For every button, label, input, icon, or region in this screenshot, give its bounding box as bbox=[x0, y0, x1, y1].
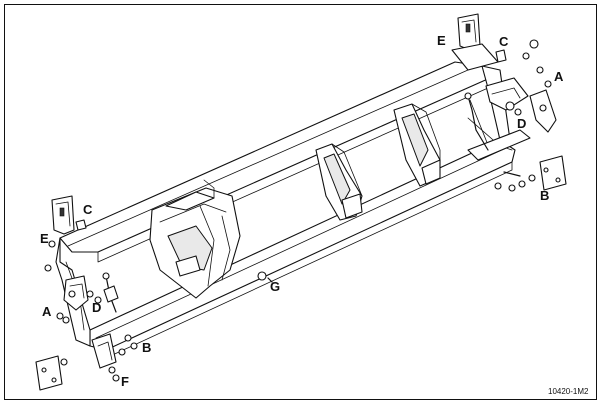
callout-d-right: D bbox=[517, 116, 526, 131]
callout-f: F bbox=[121, 374, 129, 389]
center-left-bracket bbox=[149, 179, 241, 299]
main-frame bbox=[55, 61, 531, 359]
right-inner-bracket bbox=[393, 103, 441, 187]
callout-b-left: B bbox=[142, 340, 151, 355]
center-fastener-g bbox=[257, 271, 273, 283]
right-link-rod bbox=[467, 95, 489, 151]
top-right-bracket bbox=[451, 13, 499, 71]
reference-code: 10420-1M2 bbox=[548, 387, 589, 396]
callout-a-right: A bbox=[554, 69, 564, 84]
callout-e-left: E bbox=[40, 231, 49, 246]
callout-a-left: A bbox=[42, 304, 52, 319]
middle-bracket bbox=[315, 143, 363, 221]
callout-c-right: C bbox=[499, 34, 509, 49]
callout-e-right: E bbox=[437, 33, 446, 48]
right-plate-b bbox=[539, 155, 567, 191]
right-mount-a bbox=[485, 77, 529, 111]
left-side-parts bbox=[35, 219, 138, 391]
callout-d-left: D bbox=[92, 300, 101, 315]
callout-g: G bbox=[270, 279, 280, 294]
callout-b-right: B bbox=[540, 188, 549, 203]
top-left-bracket bbox=[51, 195, 75, 235]
right-side-parts bbox=[464, 39, 567, 192]
callout-c-left: C bbox=[83, 202, 93, 217]
diagram-border bbox=[4, 4, 597, 400]
left-plate-f bbox=[35, 355, 63, 391]
